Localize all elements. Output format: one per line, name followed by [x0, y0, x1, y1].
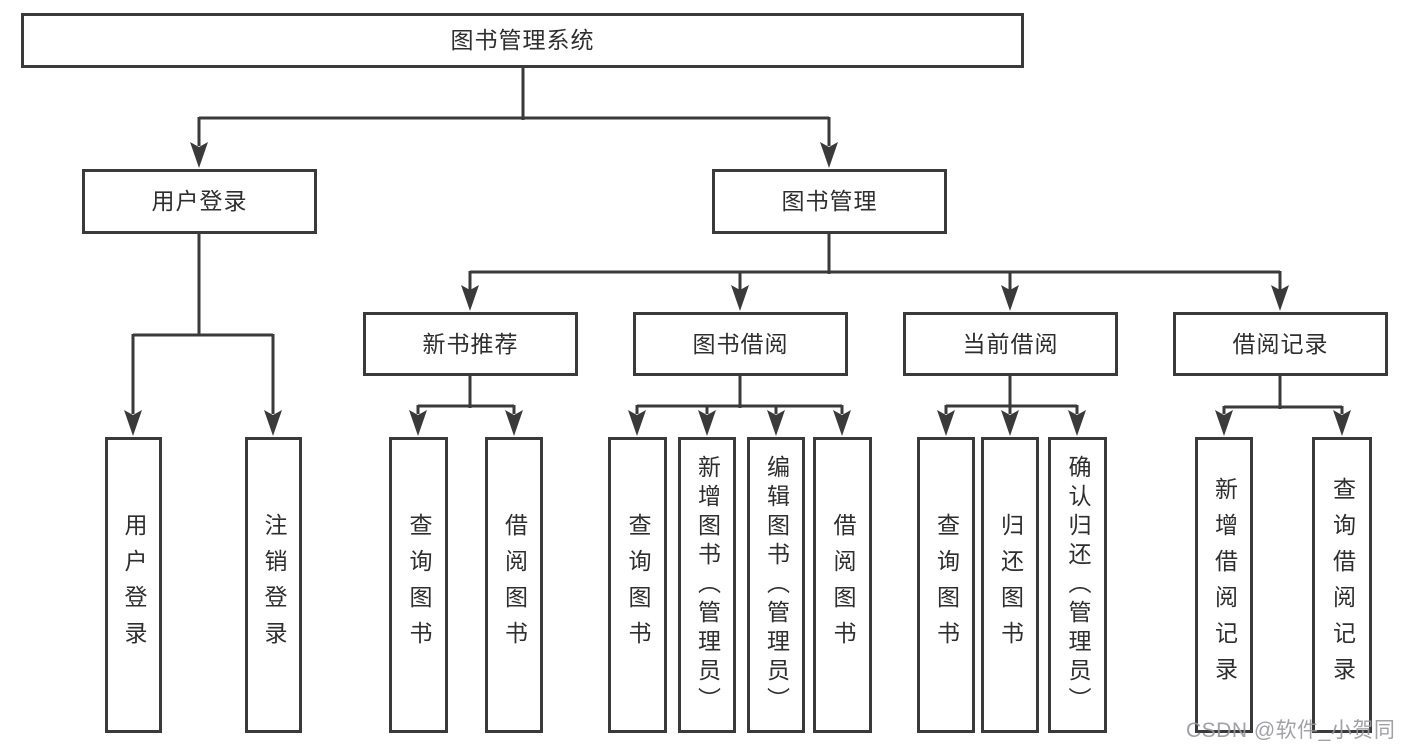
node-root-system: 图书管理系统 [21, 13, 1024, 68]
csdn-watermark: CSDN @软件_小贺同学 [1186, 719, 1396, 742]
node-book-management-label: 图书管理 [781, 188, 878, 214]
node-leaf-add-borrow-record: 新增借阅记录 [1195, 437, 1253, 733]
node-leaf-return-books-label: 归还图书 [997, 513, 1024, 657]
node-root-system-label: 图书管理系统 [450, 27, 595, 53]
node-current-borrowing-label: 当前借阅 [962, 330, 1059, 357]
node-leaf-borrowing-borrow-books: 借阅图书 [813, 437, 872, 733]
node-leaf-logout: 注销登录 [245, 437, 302, 733]
node-user-login-group-label: 用户登录 [151, 188, 248, 214]
node-leaf-newbook-query-books: 查询图书 [389, 437, 448, 733]
node-leaf-current-query-books-label: 查询图书 [933, 513, 960, 657]
node-leaf-edit-books-admin: 编辑图书（管理员） [747, 437, 805, 733]
node-leaf-return-books: 归还图书 [981, 437, 1039, 733]
node-leaf-query-borrow-record-label: 查询借阅记录 [1329, 477, 1356, 693]
node-leaf-logout-label: 注销登录 [261, 513, 287, 657]
tree-edges [131, 68, 1344, 414]
node-leaf-confirm-return-admin: 确认归还（管理员） [1048, 437, 1107, 733]
node-book-borrowing-label: 图书借阅 [692, 330, 789, 357]
node-leaf-newbook-borrow-books: 借阅图书 [485, 437, 543, 733]
node-leaf-borrowing-borrow-books-label: 借阅图书 [830, 513, 856, 657]
node-leaf-user-login-label: 用户登录 [121, 513, 147, 657]
node-leaf-edit-books-admin-label: 编辑图书（管理员） [763, 454, 790, 716]
node-leaf-user-login: 用户登录 [105, 437, 162, 733]
node-leaf-confirm-return-admin-label: 确认归还（管理员） [1065, 454, 1091, 716]
node-user-login-group: 用户登录 [82, 169, 317, 234]
node-leaf-borrowing-query-books-label: 查询图书 [625, 513, 651, 657]
node-leaf-add-books-admin-label: 新增图书（管理员） [694, 454, 721, 716]
node-current-borrowing: 当前借阅 [903, 312, 1118, 376]
node-leaf-add-borrow-record-label: 新增借阅记录 [1211, 477, 1238, 693]
node-leaf-borrowing-query-books: 查询图书 [608, 437, 667, 733]
node-leaf-add-books-admin: 新增图书（管理员） [678, 437, 736, 733]
node-book-management: 图书管理 [712, 169, 947, 234]
node-leaf-newbook-query-books-label: 查询图书 [406, 513, 432, 657]
node-leaf-query-borrow-record: 查询借阅记录 [1312, 437, 1372, 733]
node-borrowing-records: 借阅记录 [1173, 312, 1388, 376]
arrowheads [124, 142, 1351, 436]
node-new-book-recommend: 新书推荐 [363, 312, 578, 376]
node-new-book-recommend-label: 新书推荐 [422, 330, 519, 357]
node-leaf-newbook-borrow-books-label: 借阅图书 [501, 513, 528, 657]
node-book-borrowing: 图书借阅 [633, 312, 848, 376]
node-leaf-current-query-books: 查询图书 [917, 437, 975, 733]
node-borrowing-records-label: 借阅记录 [1232, 330, 1329, 357]
